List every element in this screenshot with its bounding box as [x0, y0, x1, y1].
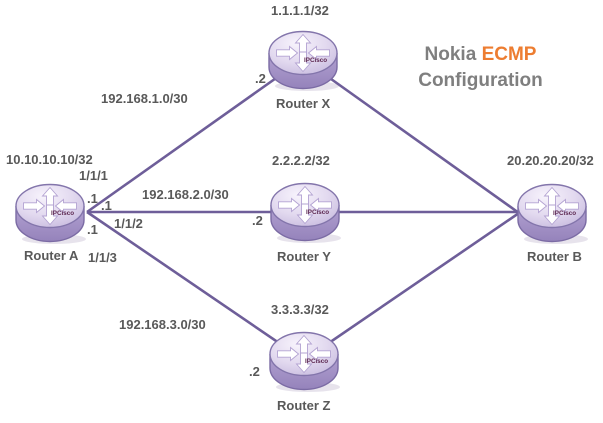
ipcisco-watermark: IPCisco: [553, 210, 576, 217]
link3-addr-a-label: .1: [87, 222, 98, 237]
router-y-name-label: Router Y: [277, 249, 331, 264]
link3-addr-b-label: .2: [249, 364, 260, 379]
arrow-down-icon: [296, 203, 314, 225]
arrow-down-icon: [294, 51, 312, 73]
arrow-down-icon: [41, 204, 59, 226]
link3-subnet-label: 192.168.3.0/30: [119, 317, 206, 332]
link1-addr-b-label: .2: [255, 71, 266, 86]
router-icon: IPCisco: [269, 331, 340, 392]
router-z-icon: IPCisco: [268, 327, 340, 393]
arrow-down-icon: [543, 204, 561, 226]
router-x-name-label: Router X: [276, 96, 331, 111]
router-y-icon: IPCisco: [269, 178, 341, 244]
router-z-ip-label: 3.3.3.3/32: [271, 302, 329, 317]
title-highlight: ECMP: [481, 44, 537, 65]
router-arrows-icon: [23, 186, 77, 226]
ipcisco-watermark: IPCisco: [305, 358, 328, 365]
arrow-right-icon: [277, 346, 300, 362]
arrow-right-icon: [278, 197, 301, 213]
link2-subnet-label: 192.168.2.0/30: [142, 187, 229, 202]
router-arrows-icon: [525, 186, 579, 226]
link-line-a-x: [86, 57, 304, 214]
router-arrows-icon: [278, 185, 332, 225]
arrow-down-icon: [295, 352, 313, 374]
router-a-icon: IPCisco: [14, 179, 86, 245]
link-line-a-z: [86, 210, 305, 362]
router-b-ip-label: 20.20.20.20/32: [507, 153, 594, 168]
router-b-icon: IPCisco: [516, 179, 588, 245]
router-z-name-label: Router Z: [277, 398, 331, 413]
arrow-right-icon: [276, 45, 299, 61]
router-x-ip-label: 1.1.1.1/32: [271, 3, 329, 18]
router-arrows-icon: [276, 33, 330, 73]
link1-port-a-label: 1/1/1: [79, 168, 108, 183]
arrow-left-icon: [308, 346, 331, 362]
router-icon: IPCisco: [517, 183, 588, 244]
link-line-x-b: [302, 57, 520, 215]
link3-port-a-label: 1/1/3: [88, 250, 117, 265]
router-icon: IPCisco: [270, 182, 341, 243]
ipcisco-watermark: IPCisco: [306, 209, 329, 216]
router-a-ip-label: 10.10.10.10/32: [6, 152, 93, 167]
diagram-title: Nokia ECMP Configuration: [403, 42, 558, 94]
router-a-name-label: Router A: [24, 248, 79, 263]
link1-subnet-label: 192.168.1.0/30: [101, 91, 188, 106]
title-brand: Nokia: [424, 44, 477, 65]
router-y-ip-label: 2.2.2.2/32: [272, 153, 330, 168]
router-icon: IPCisco: [268, 30, 339, 91]
ipcisco-watermark: IPCisco: [51, 210, 74, 217]
link2-port-a-label: 1/1/2: [114, 216, 143, 231]
link1-addr-a-label: .1: [87, 191, 98, 206]
arrow-left-icon: [54, 198, 77, 214]
arrow-left-icon: [309, 197, 332, 213]
link-line-z-b: [303, 211, 520, 362]
arrow-right-icon: [525, 198, 548, 214]
arrow-right-icon: [23, 198, 46, 214]
router-arrows-icon: [277, 334, 331, 374]
link2-addr-a-label: .1: [101, 198, 112, 213]
link2-addr-b-label: .2: [252, 213, 263, 228]
router-b-name-label: Router B: [527, 249, 582, 264]
title-line2: Configuration: [418, 70, 543, 91]
arrow-left-icon: [556, 198, 579, 214]
arrow-left-icon: [307, 45, 330, 61]
router-icon: IPCisco: [15, 183, 86, 244]
router-x-icon: IPCisco: [267, 26, 339, 92]
ipcisco-watermark: IPCisco: [304, 57, 327, 64]
